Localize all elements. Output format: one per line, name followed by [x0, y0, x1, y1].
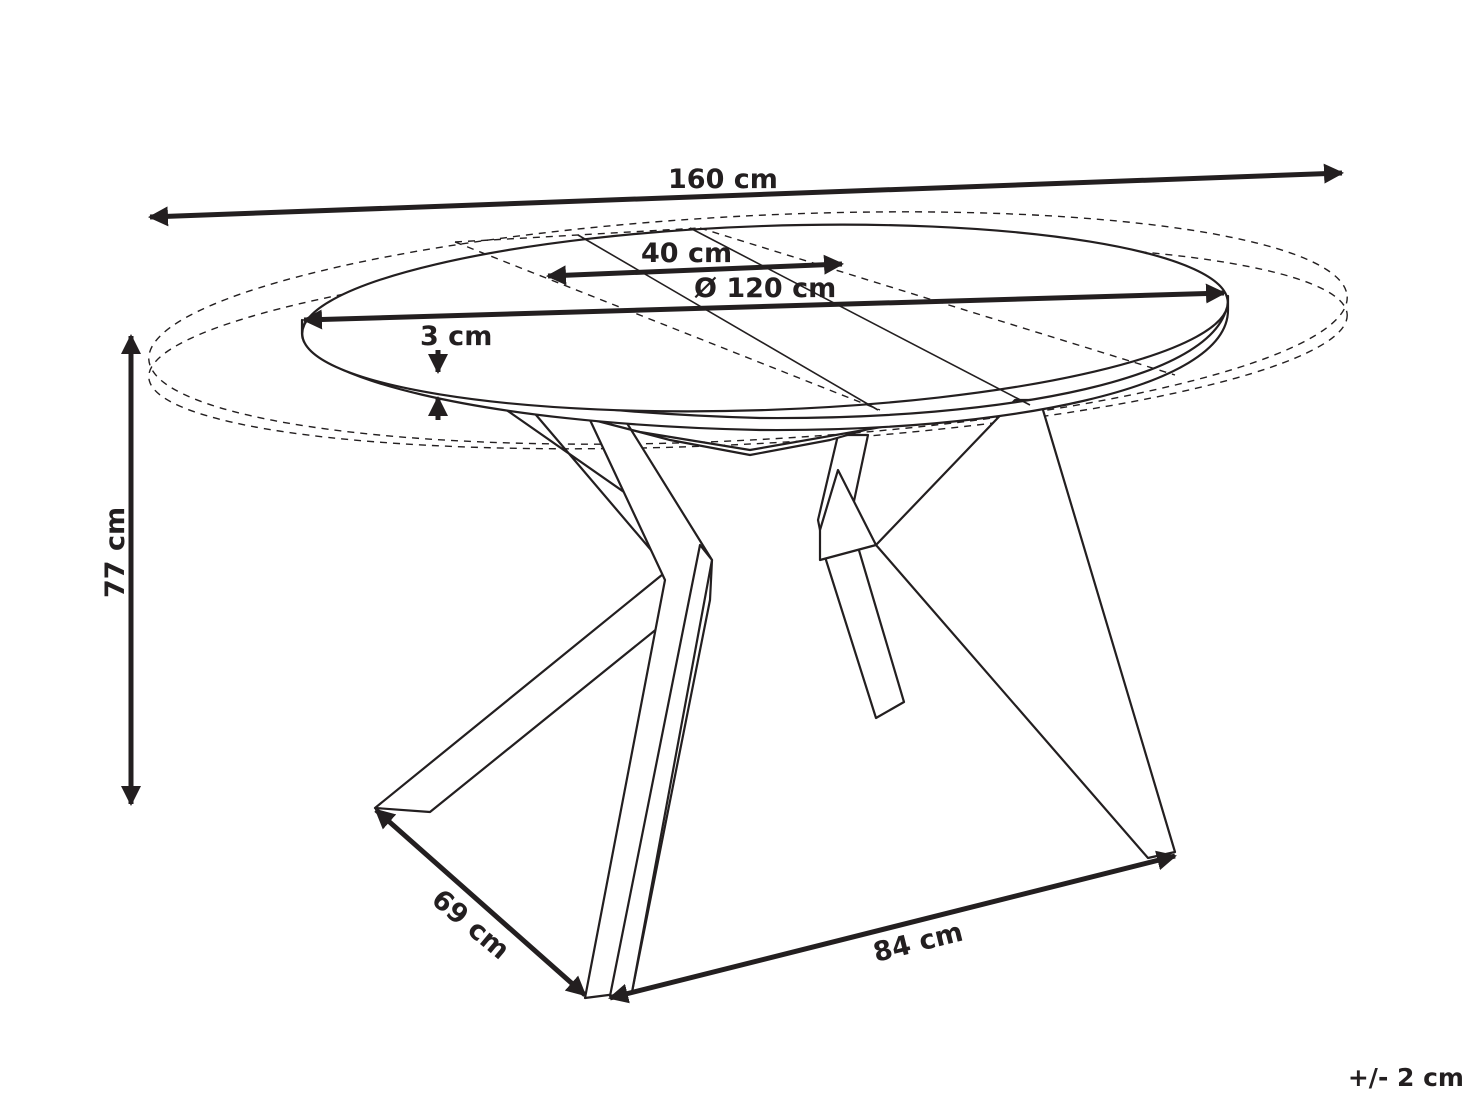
tolerance-note: +/- 2 cm — [1347, 1063, 1464, 1092]
dim-line-40 — [546, 254, 844, 286]
dimension-lines — [121, 163, 1344, 1004]
label-height: 77 cm — [100, 507, 131, 598]
label-base-width: 84 cm — [870, 917, 966, 969]
leg-front-right — [874, 398, 1177, 860]
label-extension-leaf: 40 cm — [641, 238, 732, 269]
label-extended-length: 160 cm — [668, 164, 778, 195]
leg-back-right — [816, 433, 906, 720]
label-diameter: Ø 120 cm — [694, 273, 836, 304]
dim-line-160 — [148, 163, 1344, 227]
label-top-thickness: 3 cm — [420, 321, 492, 352]
table-top — [300, 223, 1230, 432]
table-base — [373, 398, 1177, 1000]
leg-center-front — [583, 418, 714, 1000]
dim-line-69 — [374, 808, 587, 997]
leg-front-right-inner — [818, 468, 878, 562]
dim-line-120 — [302, 283, 1226, 330]
dim-line-84 — [608, 850, 1177, 1004]
